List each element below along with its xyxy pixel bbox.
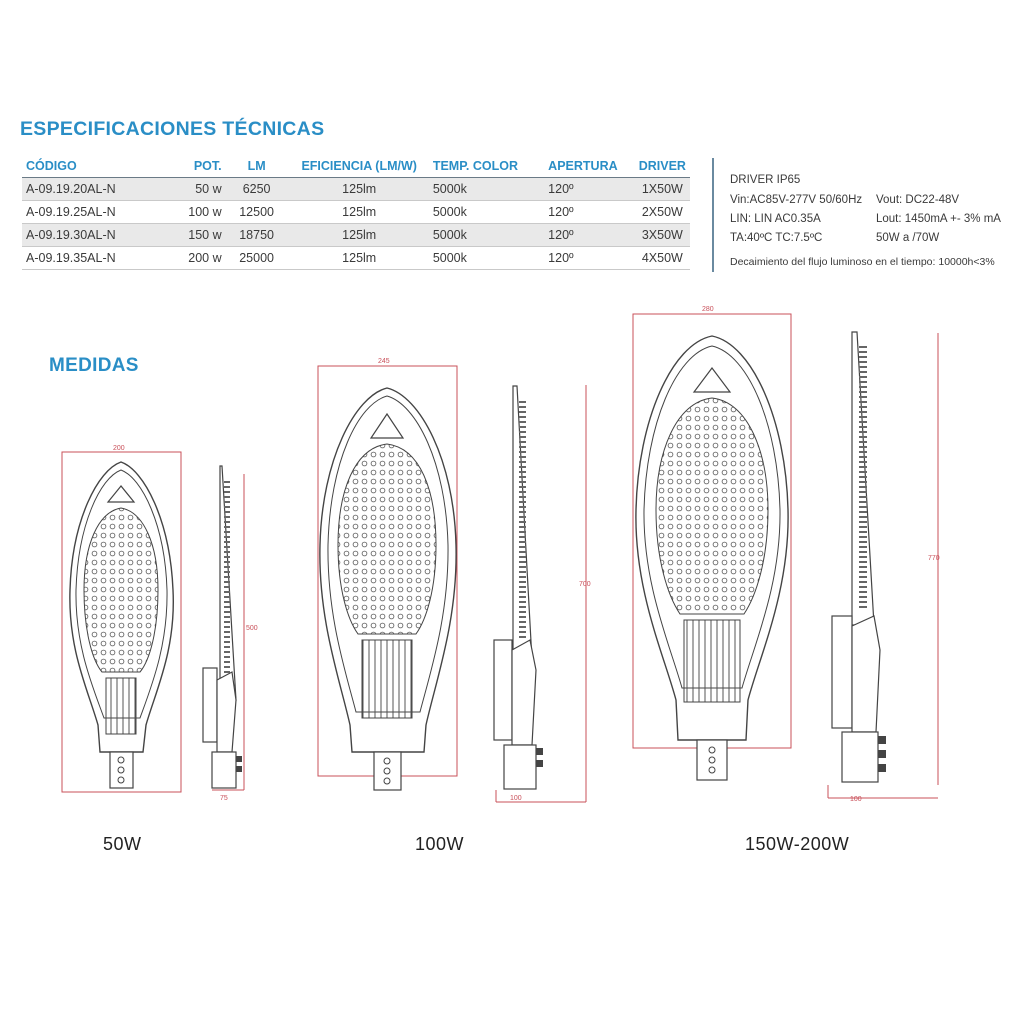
lamp-50w-width-dim: 200 [113, 445, 125, 452]
caption-50w: 50W [103, 834, 142, 854]
lamp-100w-height-dim: 700 [579, 581, 591, 588]
lamp-50w-side-view: 500 75 [202, 465, 258, 802]
cell-driver: 2X50W [634, 200, 690, 224]
spec-table-header: CÓDIGO POT. LM EFICIENCIA (LM/W) TEMP. C… [22, 154, 690, 178]
cell-eficiencia: 125lm [285, 223, 433, 247]
lamp-150w-depth-dim: 100 [850, 796, 862, 803]
header-apertura: APERTURA [548, 154, 635, 178]
driver-vout: Vout: DC22-48V [876, 194, 960, 206]
driver-title: DRIVER IP65 [730, 174, 801, 186]
lamp-150w-side-view: 770 100 [827, 331, 940, 803]
table-row: A-09.19.35AL-N 200 w 25000 125lm 5000k 1… [22, 246, 690, 270]
cell-pot: 100 w [149, 200, 228, 224]
table-row: A-09.19.25AL-N 100 w 12500 125lm 5000k 1… [22, 200, 690, 224]
cell-temp-color: 5000k [432, 246, 549, 270]
cell-driver: 4X50W [634, 246, 690, 270]
cell-apertura: 120º [548, 177, 635, 201]
caption-100w: 100W [415, 834, 465, 854]
cell-lm: 18750 [227, 223, 286, 247]
lamp-100w-depth-dim: 100 [510, 795, 522, 802]
lamp-50w-depth-dim: 75 [220, 795, 228, 802]
lamp-150w-width-dim: 280 [702, 306, 714, 313]
section-divider [712, 158, 714, 272]
driver-ta: TA:40ºC TC:7.5ºC [730, 232, 823, 244]
table-row: A-09.19.20AL-N 50 w 6250 125lm 5000k 120… [22, 177, 690, 201]
caption-150w-200w: 150W-200W [745, 834, 850, 854]
driver-vin: Vin:AC85V-277V 50/60Hz [730, 194, 863, 206]
driver-decay: Decaimiento del flujo luminoso en el tie… [730, 256, 995, 268]
lamp-150w-front-view: 280 [632, 306, 792, 781]
cell-eficiencia: 125lm [285, 200, 433, 224]
cell-codigo: A-09.19.35AL-N [22, 246, 150, 270]
lamp-150w-height-dim: 770 [928, 555, 940, 562]
header-eficiencia: EFICIENCIA (LM/W) [285, 154, 433, 178]
header-lm: LM [227, 154, 286, 178]
cell-driver: 1X50W [634, 177, 690, 201]
lamp-50w-front-view: 200 [61, 445, 182, 793]
lamp-100w-front-view: 245 [317, 358, 458, 791]
cell-temp-color: 5000k [432, 200, 549, 224]
cell-apertura: 120º [548, 223, 635, 247]
driver-line-3: TA:40ºC TC:7.5ºC 50W a /70W [730, 232, 939, 244]
driver-power: 50W a /70W [876, 232, 940, 244]
medidas-title: MEDIDAS [49, 355, 139, 376]
driver-lin: LIN: LIN AC0.35A [730, 213, 821, 225]
cell-eficiencia: 125lm [285, 246, 433, 270]
cell-pot: 200 w [149, 246, 228, 270]
driver-lout: Lout: 1450mA +- 3% mA [876, 213, 1001, 225]
cell-apertura: 120º [548, 246, 635, 270]
cell-apertura: 120º [548, 200, 635, 224]
lamp-100w-side-view: 700 100 [493, 385, 591, 803]
cell-lm: 12500 [227, 200, 286, 224]
cell-pot: 50 w [149, 177, 228, 201]
cell-temp-color: 5000k [432, 223, 549, 247]
header-driver: DRIVER [634, 154, 690, 178]
table-row: A-09.19.30AL-N 150 w 18750 125lm 5000k 1… [22, 223, 690, 247]
header-codigo: CÓDIGO [22, 154, 150, 178]
driver-line-1: Vin:AC85V-277V 50/60Hz Vout: DC22-48V [730, 194, 959, 206]
lamp-50w-height-dim: 500 [246, 625, 258, 632]
cell-lm: 25000 [227, 246, 286, 270]
cell-codigo: A-09.19.25AL-N [22, 200, 150, 224]
cell-driver: 3X50W [634, 223, 690, 247]
driver-line-2: LIN: LIN AC0.35A Lout: 1450mA +- 3% mA [730, 213, 1001, 225]
spec-title: ESPECIFICACIONES TÉCNICAS [20, 118, 325, 140]
header-temp-color: TEMP. COLOR [432, 154, 549, 178]
lamp-100w-width-dim: 245 [378, 358, 390, 365]
cell-lm: 6250 [227, 177, 286, 201]
header-pot: POT. [149, 154, 228, 178]
cell-codigo: A-09.19.30AL-N [22, 223, 150, 247]
spec-table: CÓDIGO POT. LM EFICIENCIA (LM/W) TEMP. C… [22, 154, 690, 270]
cell-temp-color: 5000k [432, 177, 549, 201]
cell-codigo: A-09.19.20AL-N [22, 177, 150, 201]
cell-eficiencia: 125lm [285, 177, 433, 201]
cell-pot: 150 w [149, 223, 228, 247]
